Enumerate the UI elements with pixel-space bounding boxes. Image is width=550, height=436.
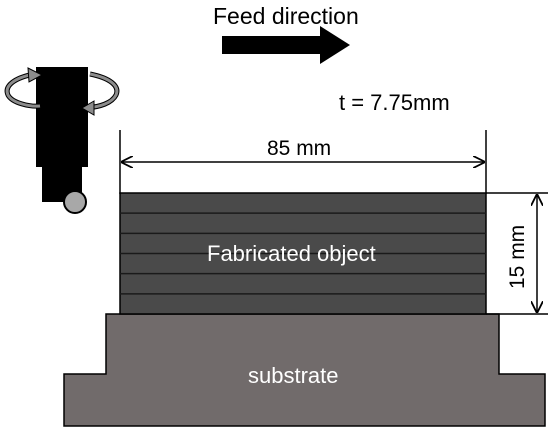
fabricated-object <box>119 192 487 315</box>
height-label: 15 mm <box>506 225 529 289</box>
feed-direction-label: Feed direction <box>213 3 359 29</box>
width-dimension <box>119 130 487 194</box>
substrate-label: substrate <box>248 363 339 388</box>
width-label: 85 mm <box>267 137 331 160</box>
thickness-label: t = 7.75mm <box>339 90 450 115</box>
height-dimension <box>486 192 548 315</box>
fabricated-object-label: Fabricated object <box>207 241 376 266</box>
rotation-arrow-icon <box>4 67 120 116</box>
substrate <box>63 313 546 427</box>
feed-arrow-icon <box>222 26 350 64</box>
friction-stir-tool-icon <box>36 67 88 214</box>
